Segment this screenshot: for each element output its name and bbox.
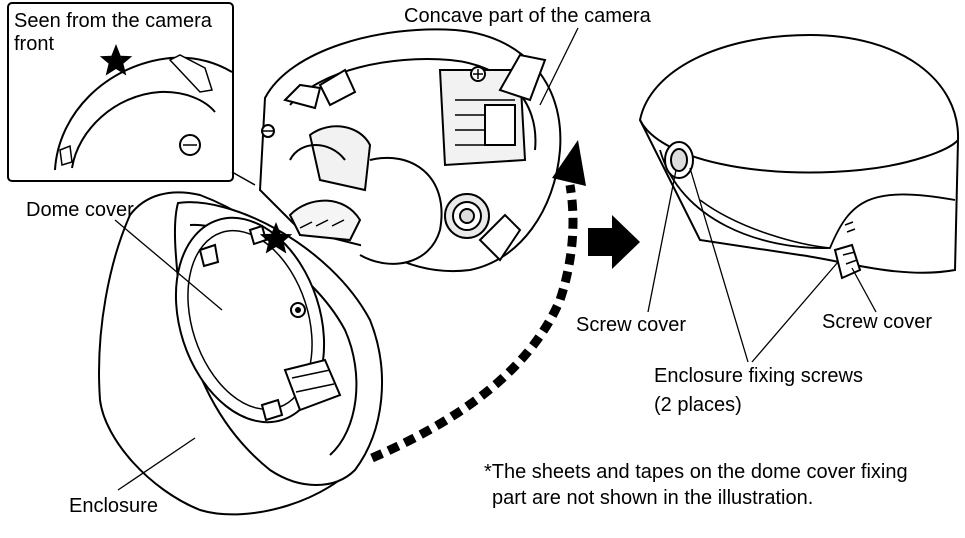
- arrow-right-icon: [588, 215, 640, 269]
- inset-title-line2: front: [14, 33, 55, 55]
- label-enclosure: Enclosure: [69, 495, 158, 517]
- inset-title-line1: Seen from the camera: [14, 10, 212, 32]
- curved-dotted-arrowhead-icon: [552, 140, 586, 186]
- curved-dotted-arrow-icon: [370, 184, 578, 463]
- note-line1: *The sheets and tapes on the dome cover …: [484, 461, 908, 483]
- assembled-camera: [638, 33, 960, 280]
- inset-box: [7, 2, 256, 186]
- label-screw-cover-right: Screw cover: [822, 311, 933, 333]
- leader-lines: [114, 27, 877, 491]
- note-line2: part are not shown in the illustration.: [492, 487, 814, 509]
- label-dome-cover: Dome cover: [26, 199, 134, 221]
- star-marker-icon: [259, 222, 293, 254]
- label-fixing-screws-count: (2 places): [654, 394, 742, 416]
- camera-body: [258, 28, 562, 272]
- label-fixing-screws: Enclosure fixing screws: [654, 365, 863, 387]
- label-concave-part: Concave part of the camera: [404, 5, 651, 27]
- label-screw-cover-left: Screw cover: [576, 314, 687, 336]
- enclosure-assembly: [98, 191, 383, 516]
- star-marker-icon: [99, 44, 133, 76]
